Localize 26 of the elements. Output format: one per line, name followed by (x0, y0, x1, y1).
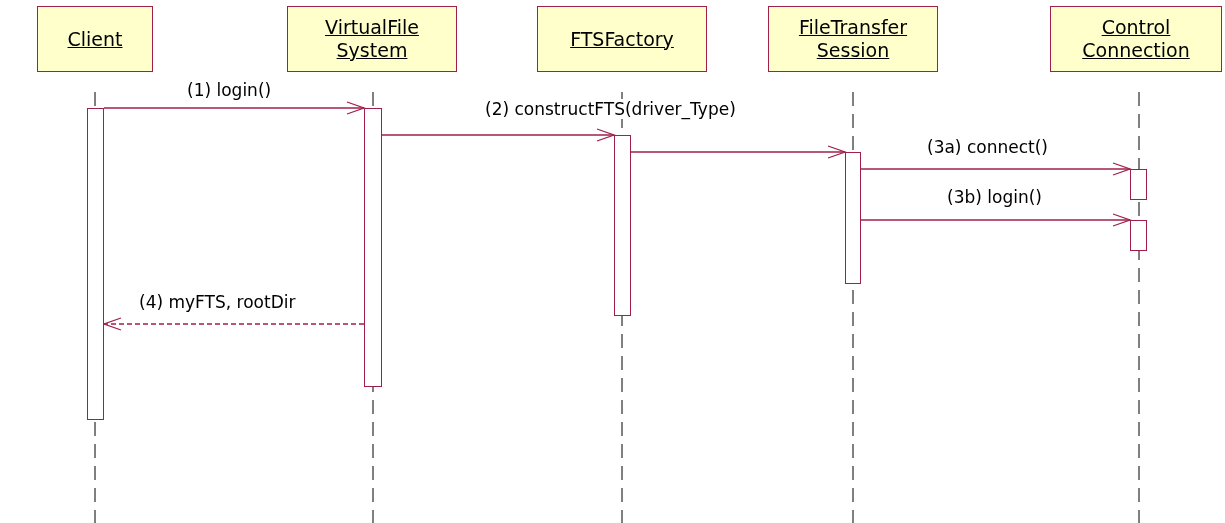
object-box (287, 6, 457, 72)
message-label: (4) myFTS, rootDir (137, 292, 298, 312)
object-box (1050, 6, 1222, 72)
object-name: Control Connection (1081, 16, 1191, 62)
message-label: (3a) connect() (925, 137, 1050, 157)
activation-bar (87, 108, 104, 420)
object-box (537, 6, 707, 72)
object-box (768, 6, 938, 72)
message-arrow (381, 128, 615, 142)
activation-bar (1130, 169, 1147, 200)
object-name: FileTransfer Session (797, 16, 909, 62)
object-box (37, 6, 153, 72)
message-arrow (630, 145, 846, 159)
message-arrow (103, 101, 365, 115)
activation-bar (614, 135, 631, 316)
message-label: (2) constructFTS(driver_Type) (483, 99, 738, 119)
activation-bar (845, 152, 861, 284)
activation-bar (1130, 220, 1147, 251)
message-arrow (860, 213, 1131, 227)
return-arrow (103, 317, 365, 331)
object-name: Client (67, 27, 123, 51)
object-name: VirtualFile System (324, 16, 420, 62)
message-label: (3b) login() (945, 187, 1044, 207)
activation-bar (364, 108, 382, 387)
object-name: FTSFactory (570, 27, 674, 51)
message-arrow (860, 162, 1131, 176)
